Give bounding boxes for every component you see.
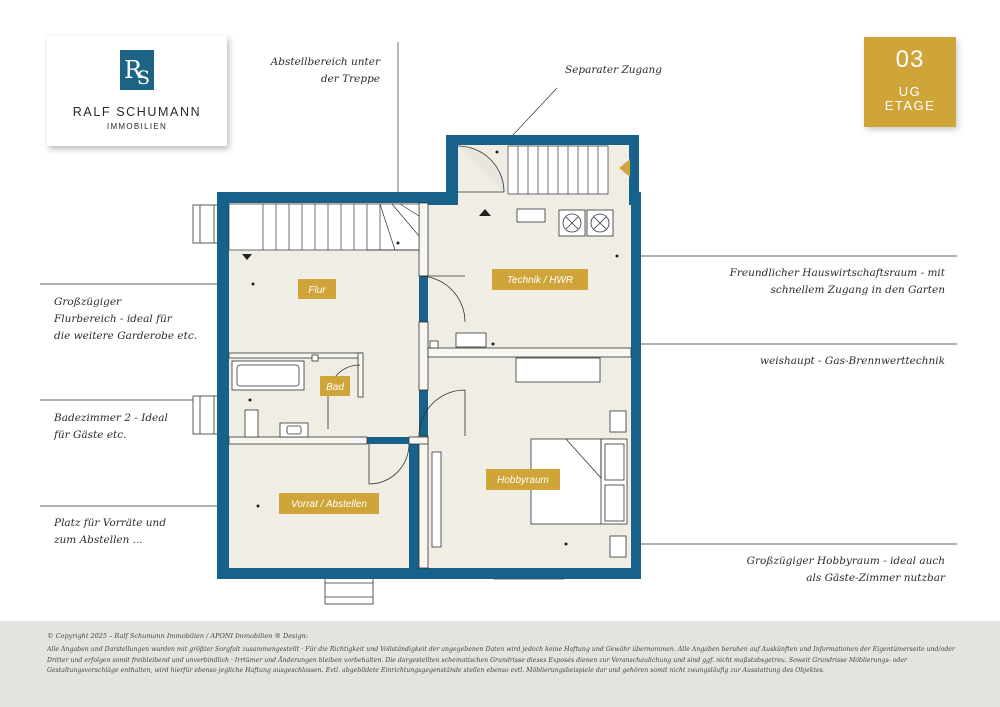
window-storage [324, 575, 374, 605]
marker-hallway [242, 254, 252, 260]
annotation-stairs-storage-line-1: Abstellbereich unter [270, 56, 380, 68]
marker-utility [479, 209, 491, 216]
pipe [429, 340, 439, 349]
annotation-heating-line-1: weishaupt - Gas-Brennwerttechnik [760, 355, 945, 367]
pillow-1 [604, 443, 625, 481]
sink-basin [286, 425, 302, 435]
wall-bathroom-top [228, 352, 363, 359]
floor-number: 03 [895, 46, 925, 73]
annotation-hallway: Großzügiger Flurbereich - ideal für die … [54, 294, 197, 345]
floor-badge: 03 UG ETAGE [864, 37, 956, 127]
annotation-storage: Platz für Vorräte und zum Abstellen ... [54, 515, 166, 549]
window-hallway [192, 204, 222, 244]
shelf [431, 451, 442, 548]
annotation-hallway-line-3: die weitere Garderobe etc. [54, 330, 198, 342]
annotation-separate-entrance: Separater Zugang [565, 62, 662, 79]
label-bg-bathroom [320, 376, 350, 396]
logo-company-name: RALF SCHUMANN [72, 105, 202, 119]
floor-level-line-2: ETAGE [884, 98, 936, 113]
annotation-hallway-line-1: Großzügiger [54, 296, 122, 308]
logo-monogram-letter-r: R [124, 56, 143, 84]
toilet [244, 409, 259, 438]
company-logo: R S RALF SCHUMANN IMMOBILIEN [47, 36, 227, 146]
footer-disclaimer: Alle Angaben und Darstellungen wurden mi… [47, 646, 955, 674]
room-label-bathroom: Bad [326, 382, 344, 393]
door-hobby [418, 389, 466, 437]
annotation-storage-line-1: Platz für Vorräte und [54, 517, 167, 529]
annotation-storage-line-2: zum Abstellen ... [54, 534, 143, 546]
wall-storage-top-right [408, 436, 429, 445]
logo-monogram: R S [120, 50, 154, 90]
wall-storage-top [228, 436, 368, 445]
label-bg-storage [279, 493, 379, 514]
floor-plan: Flur Technik / HWR Bad Hobbyraum Vorrat … [40, 42, 957, 605]
heating-unit [455, 332, 487, 348]
footer-copyright: © Copyright 2025 – Ralf Schumann Immobil… [47, 632, 308, 640]
wall-storage-hobby [418, 435, 429, 569]
annotation-utility-room: Freundlicher Hauswirtschaftsraum - mit s… [730, 265, 945, 299]
stairs-hallway-outline [228, 203, 420, 251]
wall-hallway-utility-lower [418, 321, 429, 391]
shaft [311, 354, 319, 362]
logo-monogram-letter-s: S [137, 67, 150, 89]
floor-level-line-1: UG [898, 84, 922, 99]
annotation-utility-room-line-1: Freundlicher Hauswirtschaftsraum - mit [729, 267, 945, 279]
interior-walls [228, 195, 632, 569]
annotation-stairs-storage-line-2: der Treppe [320, 73, 380, 85]
footer [0, 621, 1000, 707]
label-bg-hobby [486, 469, 560, 490]
door-storage [368, 443, 410, 485]
nightstand-1 [609, 410, 627, 433]
annotation-stairs-storage: Abstellbereich unter der Treppe [271, 54, 380, 88]
logo-company-subtitle: IMMOBILIEN [106, 122, 168, 131]
fixtures [231, 208, 628, 558]
floor-level: UG ETAGE [864, 85, 956, 113]
room-label-utility: Technik / HWR [507, 275, 573, 286]
annotation-bathroom-line-2: für Gäste etc. [54, 429, 127, 441]
wall-utility-hobby [427, 347, 632, 358]
bathtub-inner [236, 364, 300, 387]
annotation-hallway-line-2: Flurbereich - ideal für [54, 313, 172, 325]
annotation-heating: weishaupt - Gas-Brennwerttechnik [760, 353, 945, 370]
door-hallway-utility [418, 275, 466, 323]
door-entrance [457, 145, 505, 193]
window-bathroom [192, 395, 222, 435]
room-label-hobby: Hobbyraum [497, 475, 549, 486]
markers [242, 150, 619, 546]
annotation-bathroom: Badezimmer 2 - Ideal für Gäste etc. [54, 410, 168, 444]
pillow-2 [604, 484, 625, 522]
room-label-hallway: Flur [308, 285, 326, 296]
annotation-hobby-room: Großzügiger Hobbyraum - ideal auch als G… [747, 553, 945, 587]
wall-bathroom-right [357, 352, 364, 398]
label-bg-hallway [298, 279, 336, 299]
room-labels: Flur Technik / HWR Bad Hobbyraum Vorrat … [279, 269, 588, 514]
logo-monogram-background [120, 50, 154, 90]
doors [327, 145, 505, 485]
room-label-storage: Vorrat / Abstellen [291, 499, 367, 510]
annotation-hobby-room-line-2: als Gäste-Zimmer nutzbar [806, 572, 945, 584]
annotation-separate-entrance-line-1: Separater Zugang [565, 64, 662, 76]
sideboard [515, 357, 601, 383]
entrance-arrow-icon [619, 159, 630, 177]
stairs-entrance [507, 145, 609, 195]
stairs-hallway [228, 203, 420, 251]
utility-sink [516, 208, 546, 223]
nightstand-2 [609, 535, 627, 558]
annotation-utility-room-line-2: schnellem Zugang in den Garten [770, 284, 945, 296]
annotation-hobby-room-line-1: Großzügiger Hobbyraum - ideal auch [746, 555, 945, 567]
label-bg-utility [492, 269, 588, 290]
wall-hallway-utility-upper [418, 202, 429, 277]
annotation-bathroom-line-1: Badezimmer 2 - Ideal [54, 412, 168, 424]
